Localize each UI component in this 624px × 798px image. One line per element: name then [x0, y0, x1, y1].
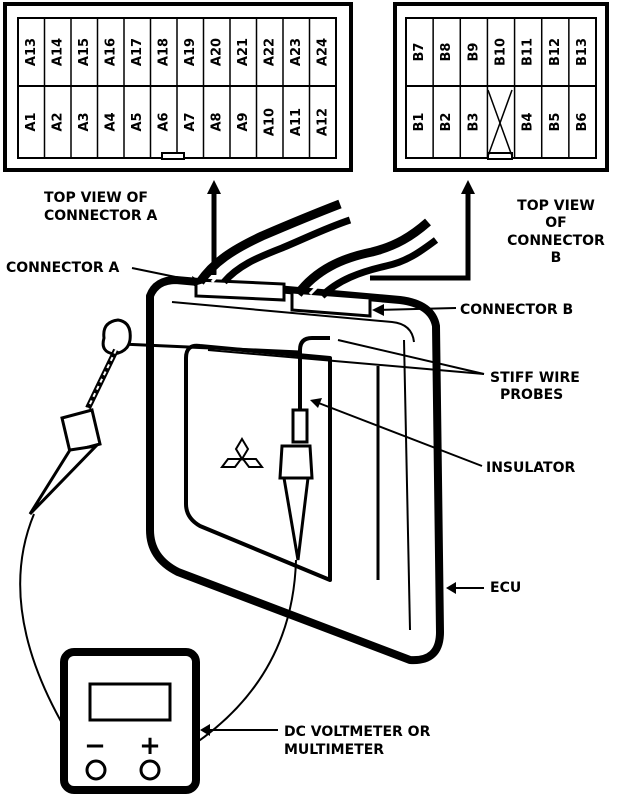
meter-label-line1: DC VOLTMETER OR [284, 724, 431, 740]
connector-a-label: CONNECTOR A [6, 260, 120, 276]
meter-label-line2: MULTIMETER [284, 742, 384, 758]
connector-b-label: CONNECTOR B [460, 302, 573, 318]
a-pin-label: A2 [50, 112, 65, 131]
b-pin-label: B11 [521, 38, 536, 66]
b-pin-label: B3 [466, 113, 481, 132]
b-pin-label: B5 [548, 113, 563, 132]
b-pin-label: B4 [521, 113, 536, 132]
a-pin-label: A18 [156, 38, 171, 66]
b-pin-label: B10 [494, 38, 509, 66]
ecu-label: ECU [490, 580, 521, 596]
a-pin-label: A3 [77, 112, 92, 131]
a-pin-label: A13 [24, 38, 39, 66]
meter-display [88, 682, 172, 722]
top-view-b-label-line4: B [551, 250, 562, 266]
a-pin-label: A16 [103, 38, 118, 66]
right-test-lead [278, 408, 314, 561]
a-pin-label: A17 [130, 38, 145, 66]
arrow-to-connector-b-view [370, 180, 475, 281]
stiff-wire-leader-1 [207, 349, 485, 375]
top-view-b-label-line1: TOP VIEW [517, 198, 595, 214]
connector-b-plug [290, 218, 439, 318]
b-pin-label: B1 [412, 113, 427, 132]
a-pin-label: A15 [77, 38, 92, 66]
a-pin-label: A22 [262, 38, 277, 66]
left-test-lead [28, 318, 132, 516]
stiff-wire-probe-right [298, 336, 330, 420]
b-pin-label: B13 [575, 38, 590, 66]
connector-a-plug [194, 199, 352, 302]
a-pin-label: A14 [50, 38, 65, 66]
a-pin-label: A11 [289, 108, 304, 136]
a-pin-label: A10 [262, 108, 277, 136]
a-pin-label: A6 [156, 112, 171, 131]
insulator-label: INSULATOR [486, 460, 575, 476]
plus-sign: + [139, 731, 161, 761]
blocked-cavity-mark [487, 89, 513, 157]
stiff-wire-probe-left [121, 342, 301, 354]
stiff-wire-leader-2 [337, 339, 485, 375]
mitsubishi-diamonds-icon [220, 437, 264, 468]
insulator-leader [315, 401, 483, 467]
top-view-a-label-line2: CONNECTOR A [44, 208, 158, 224]
b-pin-label: B12 [548, 38, 563, 66]
a-pin-label: A1 [24, 112, 39, 131]
a-pin-label: A23 [289, 38, 304, 66]
b-pin-label: B6 [575, 113, 590, 132]
b-pin-label: B2 [439, 113, 454, 132]
stiff-wire-label-line2: PROBES [500, 387, 563, 403]
connector-b-leader [377, 307, 457, 311]
a-pin-label: A21 [236, 38, 251, 66]
top-view-b-label-line3: CONNECTOR [507, 233, 605, 249]
a-pin-label: A19 [183, 38, 198, 66]
b-pin-label: B7 [412, 43, 427, 62]
top-view-a-label-line1: TOP VIEW OF [44, 190, 148, 206]
b-pin-label: B9 [466, 43, 481, 62]
top-view-b-label-line2: OF [545, 215, 566, 231]
a-pin-label: A8 [209, 112, 224, 131]
a-pin-label: A4 [103, 112, 118, 131]
a-pin-label: A5 [130, 112, 145, 131]
a-pin-label: A9 [236, 112, 251, 131]
dc-voltmeter: − + [60, 648, 200, 794]
a-pin-label: A24 [315, 38, 330, 66]
connector-a-leader [131, 267, 201, 283]
b-pin-label: B8 [439, 43, 454, 62]
a-pin-label: A20 [209, 38, 224, 66]
a-pin-label: A12 [315, 108, 330, 136]
a-pin-label: A7 [183, 112, 198, 131]
minus-sign: − [84, 731, 106, 761]
stiff-wire-label-line1: STIFF WIRE [490, 370, 580, 386]
plus-jack-icon [139, 759, 161, 781]
minus-jack-icon [85, 759, 107, 781]
